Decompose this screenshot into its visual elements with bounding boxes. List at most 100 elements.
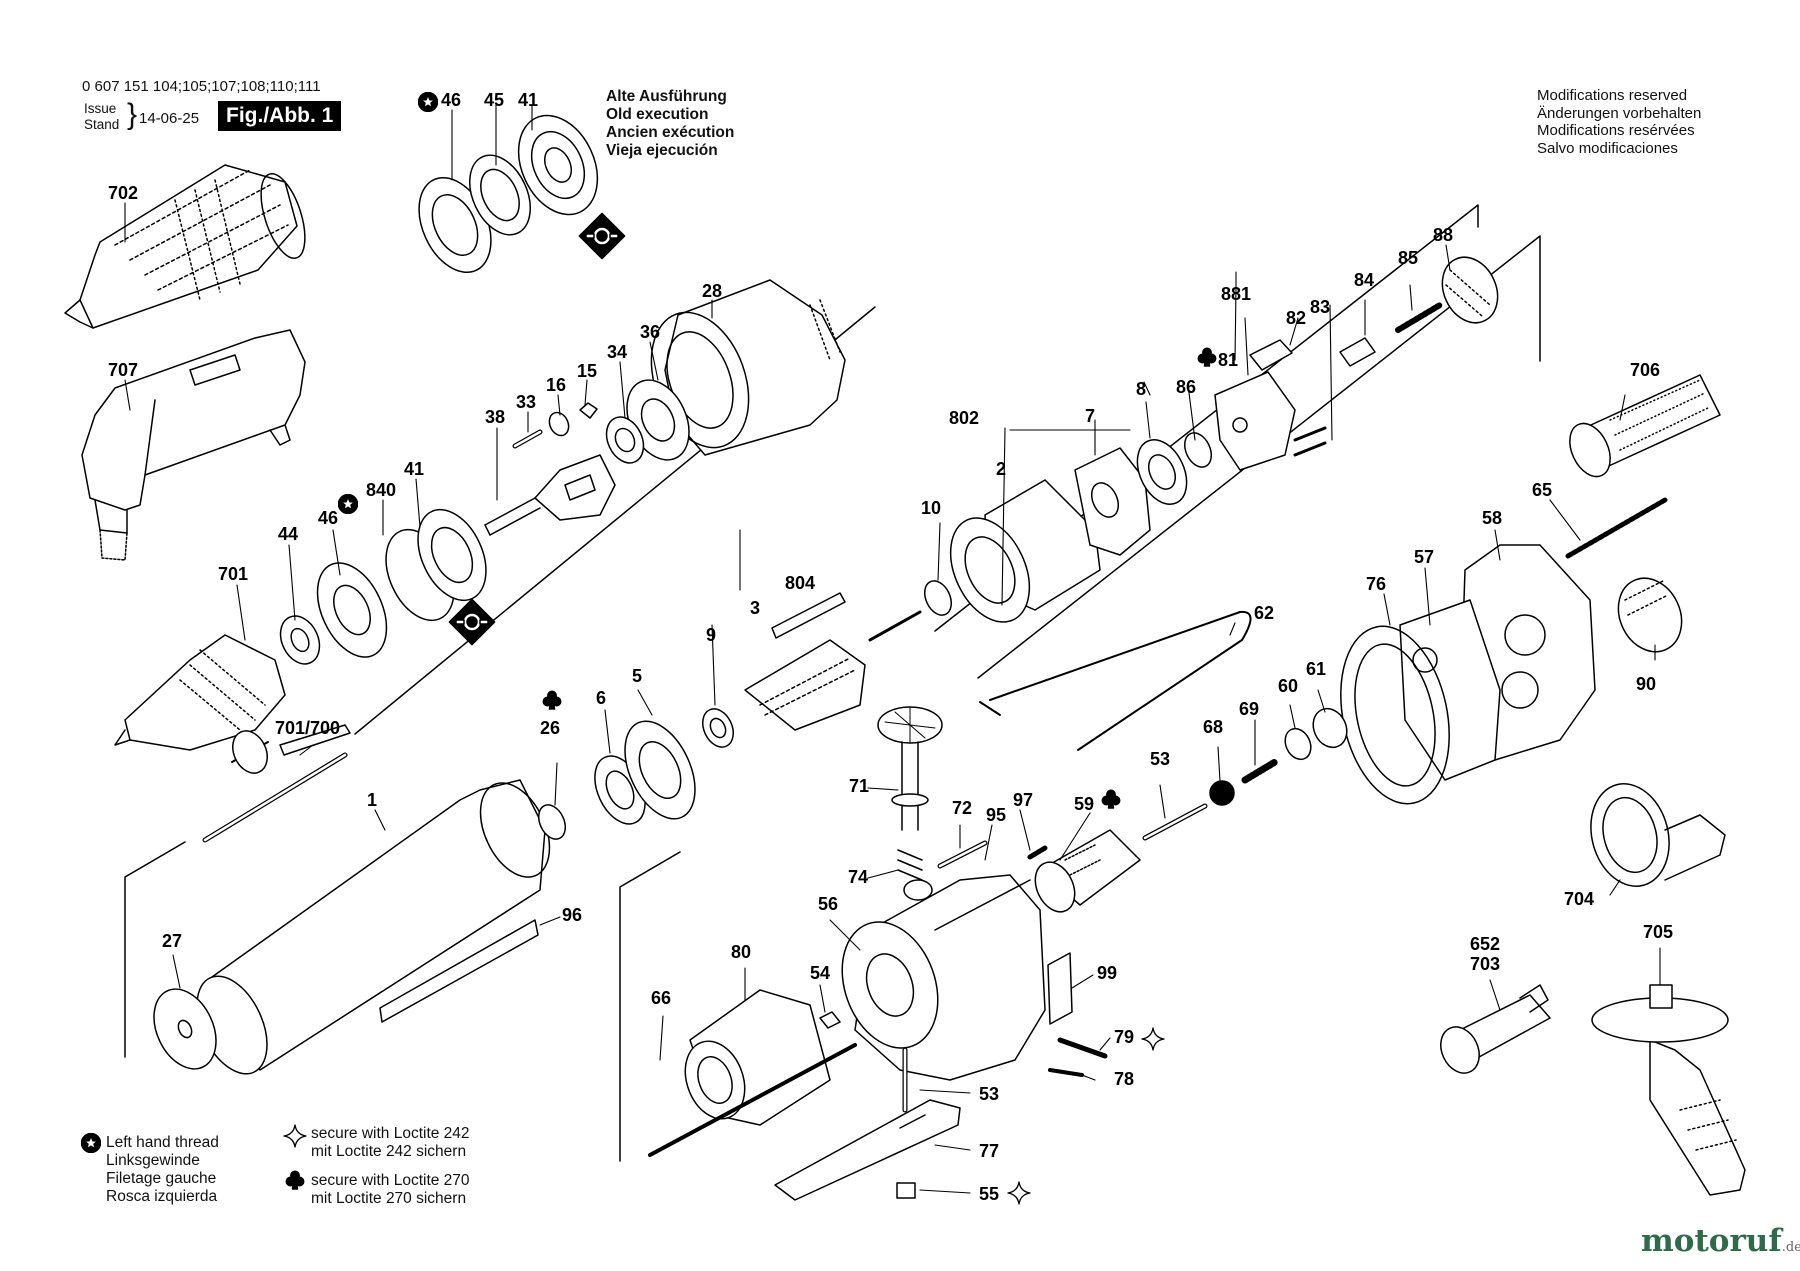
modifications-es: Salvo modificaciones bbox=[1537, 139, 1678, 157]
label-6: 6 bbox=[596, 688, 606, 708]
frame-line-3 bbox=[619, 851, 681, 1162]
label-703: 703 bbox=[1470, 954, 1500, 974]
label-62: 62 bbox=[1254, 603, 1274, 623]
part-60-washer bbox=[1284, 727, 1312, 761]
label-705: 705 bbox=[1643, 922, 1673, 942]
part-85-spring bbox=[1395, 302, 1443, 333]
logo-tld: .de bbox=[1781, 1240, 1800, 1255]
label-81: 81 bbox=[1218, 350, 1238, 370]
part-701-chuck bbox=[114, 634, 286, 751]
stand-label: Stand bbox=[84, 117, 120, 132]
part-86-washer bbox=[1183, 432, 1213, 468]
legend-loctite-242-de: mit Loctite 242 sichern bbox=[311, 1143, 467, 1160]
label-704: 704 bbox=[1564, 889, 1594, 909]
label-2: 2 bbox=[996, 459, 1006, 479]
label-76: 76 bbox=[1366, 574, 1386, 594]
part-99-plate bbox=[1047, 952, 1073, 1025]
part-1-motor-housing bbox=[196, 779, 551, 1075]
label-82: 82 bbox=[1286, 308, 1306, 328]
label-95: 95 bbox=[986, 805, 1006, 825]
label-1: 1 bbox=[367, 790, 377, 810]
issue-date: 14-06-25 bbox=[139, 110, 200, 127]
left-hand-thread-icon bbox=[338, 494, 358, 514]
part-10-washer bbox=[923, 580, 953, 616]
label-53b: 53 bbox=[979, 1084, 999, 1104]
label-44: 44 bbox=[278, 524, 298, 544]
frame-line-2 bbox=[124, 841, 186, 1058]
part-9-washer bbox=[702, 708, 734, 748]
part-3-rotor bbox=[744, 610, 922, 731]
label-57: 57 bbox=[1414, 547, 1434, 567]
label-58: 58 bbox=[1482, 508, 1502, 528]
label-66: 66 bbox=[651, 988, 671, 1008]
part-59-throttle bbox=[1034, 829, 1141, 913]
part-44-nut bbox=[279, 615, 321, 665]
label-97: 97 bbox=[1013, 790, 1033, 810]
label-53a: 53 bbox=[1150, 749, 1170, 769]
part-68-ball bbox=[1209, 780, 1235, 806]
part-704-bracket bbox=[1590, 783, 1726, 887]
loctite-270-icon bbox=[542, 690, 562, 710]
old-execution-de: Alte Ausführung bbox=[606, 88, 727, 105]
part-702-keyless-chuck bbox=[64, 164, 306, 329]
label-90: 90 bbox=[1636, 674, 1656, 694]
label-85: 85 bbox=[1398, 248, 1418, 268]
label-702: 702 bbox=[108, 183, 138, 203]
part-46-ring bbox=[316, 562, 388, 658]
part-97-pin bbox=[1027, 845, 1048, 860]
label-74: 74 bbox=[848, 867, 868, 887]
part-804-plate bbox=[771, 592, 846, 639]
label-86: 86 bbox=[1176, 377, 1196, 397]
label-7: 7 bbox=[1085, 406, 1095, 426]
part-55-screw bbox=[896, 1182, 916, 1199]
legend-left-de: Linksgewinde bbox=[106, 1152, 200, 1169]
label-707: 707 bbox=[108, 360, 138, 380]
part-90-plug bbox=[1617, 577, 1683, 653]
modifications-fr: Modifications resérvées bbox=[1537, 122, 1695, 139]
old-execution-note: Alte Ausführung Old execution Ancien exé… bbox=[606, 88, 734, 160]
label-65: 65 bbox=[1532, 480, 1552, 500]
label-36: 36 bbox=[640, 322, 660, 342]
part-15-pin bbox=[579, 402, 598, 419]
label-9: 9 bbox=[706, 625, 716, 645]
part-numbers: 0 607 151 104;105;107;108;110;111 bbox=[82, 78, 321, 95]
old-execution-en: Old execution bbox=[606, 106, 709, 123]
legend-loctite-242: secure with Loctite 242 mit Loctite 242 … bbox=[311, 1125, 470, 1161]
part-82-lever bbox=[1249, 339, 1293, 371]
legend-loctite-270: secure with Loctite 270 mit Loctite 270 … bbox=[311, 1172, 470, 1208]
label-96: 96 bbox=[562, 905, 582, 925]
label-28: 28 bbox=[702, 281, 722, 301]
label-34: 34 bbox=[607, 342, 627, 362]
label-8: 8 bbox=[1136, 379, 1146, 399]
label-84: 84 bbox=[1354, 270, 1374, 290]
label-59: 59 bbox=[1074, 794, 1094, 814]
part-707-angle-head bbox=[81, 329, 306, 561]
label-27: 27 bbox=[162, 931, 182, 951]
part-16-gear bbox=[548, 411, 570, 437]
part-61-nut bbox=[1312, 707, 1348, 749]
label-10: 10 bbox=[921, 498, 941, 518]
label-78: 78 bbox=[1114, 1069, 1134, 1089]
label-68: 68 bbox=[1203, 717, 1223, 737]
left-hand-thread-icon bbox=[81, 1133, 101, 1153]
label-46: 46 bbox=[441, 90, 461, 110]
part-74-spring bbox=[897, 849, 923, 881]
label-56: 56 bbox=[818, 894, 838, 914]
label-701: 701 bbox=[218, 564, 248, 584]
part-group-old-bearing bbox=[418, 114, 599, 274]
label-840: 840 bbox=[366, 480, 396, 500]
part-84-pin bbox=[1339, 337, 1376, 367]
label-38: 38 bbox=[485, 407, 505, 427]
label-881: 881 bbox=[1221, 284, 1251, 304]
label-71: 71 bbox=[849, 776, 869, 796]
loctite-270-icon bbox=[1101, 789, 1121, 809]
part-5-ring bbox=[624, 720, 696, 820]
part-703-nipple bbox=[1440, 984, 1551, 1074]
label-69: 69 bbox=[1239, 699, 1259, 719]
frame-line-4 bbox=[977, 235, 1541, 679]
issue-brace: } bbox=[127, 98, 138, 131]
modifications-note: Modifications reserved Änderungen vorbeh… bbox=[1537, 87, 1701, 157]
legend-left-hand-thread: Left hand thread Linksgewinde Filetage g… bbox=[106, 1134, 219, 1206]
label-701-700: 701/700 bbox=[275, 718, 340, 738]
